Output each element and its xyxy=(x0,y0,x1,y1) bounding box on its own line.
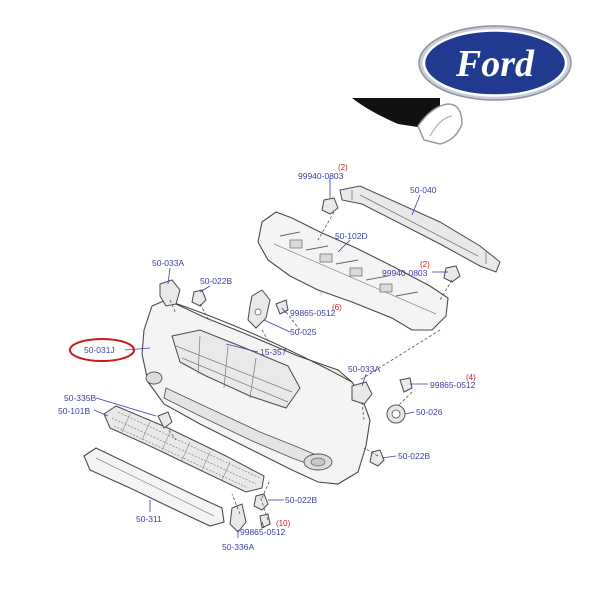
vehicle-fragment xyxy=(352,98,463,145)
clip-bottom xyxy=(253,493,269,511)
ford-logo-text: Ford xyxy=(455,43,535,85)
assembly-lines xyxy=(165,211,453,521)
qty-99865-0512-right: (4) xyxy=(466,373,476,382)
clip-right xyxy=(369,449,385,467)
label-50-102d: 50-102D xyxy=(335,231,368,241)
ford-logo: Ford xyxy=(418,25,572,101)
small-parts xyxy=(157,197,461,533)
label-50-031j: 50-031J xyxy=(84,345,115,355)
screw-top xyxy=(275,299,289,315)
label-50-026: 50-026 xyxy=(416,407,443,417)
callout-labels: (2) 99940-0803 50-040 50-102D 99940-0803… xyxy=(58,163,476,552)
label-50-101b: 50-101B xyxy=(58,406,90,416)
qty-99940-0803-mid: (2) xyxy=(420,260,430,269)
highlight-ellipse xyxy=(69,338,135,362)
label-15-357: 15-357 xyxy=(260,347,287,357)
label-99940-0803-top: 99940-0803 xyxy=(298,171,344,181)
lower-trim-panel xyxy=(83,447,225,527)
front-bumper-cover xyxy=(141,299,371,485)
label-50-336a: 50-336A xyxy=(222,542,254,552)
label-99865-0512-bottom: 99865-0512 xyxy=(240,527,286,537)
label-99865-0512-top: 99865-0512 xyxy=(290,308,336,318)
label-50-022b-bottom: 50-022B xyxy=(285,495,317,505)
nut-mid xyxy=(443,265,461,283)
qty-99865-0512-top: (6) xyxy=(332,303,342,312)
bracket-left xyxy=(159,279,181,307)
bumper-reinforcement-bar xyxy=(339,185,501,273)
qty-99865-0512-bottom: (10) xyxy=(276,519,291,528)
bracket-336a xyxy=(229,503,247,533)
nut-top xyxy=(321,197,339,215)
label-50-025: 50-025 xyxy=(290,327,317,337)
label-50-033a-right: 50-033A xyxy=(348,364,380,374)
lower-grille-mesh xyxy=(103,405,265,493)
label-50-040: 50-040 xyxy=(410,185,437,195)
energy-absorber xyxy=(257,211,449,331)
screw-right xyxy=(399,377,413,393)
qty-99940-0803-top: (2) xyxy=(338,163,348,172)
bracket-right xyxy=(351,381,373,405)
clip-335b xyxy=(157,411,173,429)
screw-bottom xyxy=(259,513,271,529)
label-50-022b-top: 50-022B xyxy=(200,276,232,286)
label-50-022b-right: 50-022B xyxy=(398,451,430,461)
label-50-311: 50-311 xyxy=(136,514,162,524)
label-50-033a-left: 50-033A xyxy=(152,258,184,268)
label-99940-0803-mid: 99940-0803 xyxy=(382,268,428,278)
label-50-335b: 50-335B xyxy=(64,393,96,403)
leader-lines xyxy=(93,178,448,538)
label-99865-0512-right: 99865-0512 xyxy=(430,380,476,390)
clip-top xyxy=(191,289,207,307)
